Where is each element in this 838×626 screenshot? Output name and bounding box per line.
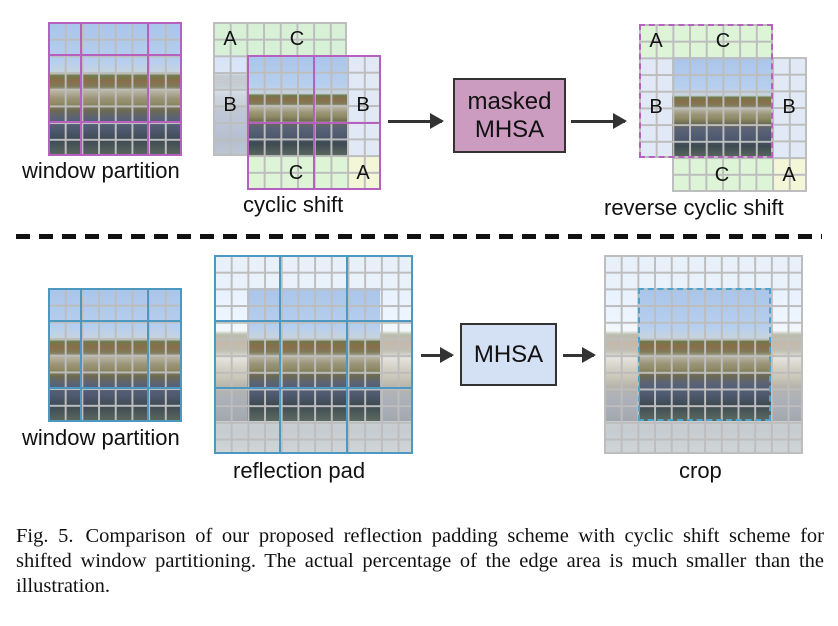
region-label-c: C bbox=[714, 164, 730, 186]
top-window-partition-label: window partition bbox=[22, 158, 180, 183]
reflection-pad-image bbox=[214, 255, 413, 454]
region-label-a: A bbox=[356, 162, 370, 184]
region-label-b: B bbox=[782, 96, 796, 118]
mhsa-block: MHSA bbox=[460, 323, 557, 386]
window-divider bbox=[48, 387, 182, 389]
window-divider bbox=[48, 54, 182, 56]
patch-grid bbox=[48, 22, 182, 156]
bottom-window-partition-image bbox=[48, 288, 182, 422]
section-divider bbox=[16, 234, 822, 239]
cyclic-shift-label: cyclic shift bbox=[243, 192, 344, 217]
region-label-b: B bbox=[649, 96, 663, 118]
region-label-b: B bbox=[223, 94, 237, 116]
masked-mhsa-label-line1: masked bbox=[467, 87, 552, 115]
window-divider bbox=[214, 387, 413, 389]
top-window-partition-image bbox=[48, 22, 182, 156]
region-label-c: C bbox=[289, 28, 305, 50]
window-divider bbox=[80, 288, 82, 422]
window-border bbox=[214, 255, 413, 454]
arrow-right-icon bbox=[388, 113, 444, 129]
region-label-c: C bbox=[715, 30, 731, 52]
window-divider bbox=[147, 288, 149, 422]
window-divider bbox=[346, 255, 348, 454]
mhsa-label: MHSA bbox=[473, 340, 544, 368]
arrow-right-icon bbox=[563, 347, 596, 363]
window-border-dashed bbox=[639, 24, 773, 158]
crop-region-dashed bbox=[638, 288, 771, 421]
figure-number: Fig. 5. bbox=[16, 525, 74, 547]
crop-image bbox=[604, 255, 803, 454]
window-divider bbox=[80, 22, 82, 156]
region-label-a: A bbox=[782, 164, 796, 186]
cyclic-shift-diagram: A C B B C A bbox=[213, 22, 381, 190]
bottom-window-partition-label: window partition bbox=[22, 425, 180, 450]
arrow-right-icon bbox=[421, 347, 454, 363]
window-divider bbox=[279, 255, 281, 454]
window-divider bbox=[247, 122, 381, 124]
window-border bbox=[48, 288, 182, 422]
region-label-a: A bbox=[223, 28, 237, 50]
masked-mhsa-block: masked MHSA bbox=[453, 78, 566, 153]
window-border bbox=[48, 22, 182, 156]
window-divider bbox=[48, 320, 182, 322]
region-label-a: A bbox=[649, 30, 663, 52]
window-divider bbox=[48, 121, 182, 123]
window-divider bbox=[147, 22, 149, 156]
region-label-c: C bbox=[288, 162, 304, 184]
caption-text: Comparison of our proposed reflection pa… bbox=[16, 525, 824, 597]
window-divider bbox=[214, 320, 413, 322]
figure-caption: Fig. 5.Comparison of our proposed reflec… bbox=[16, 524, 824, 599]
crop-label: crop bbox=[679, 458, 722, 483]
reverse-cyclic-shift-diagram: A C B B C A bbox=[639, 24, 807, 192]
masked-mhsa-label-line2: MHSA bbox=[474, 115, 545, 143]
patch-grid bbox=[214, 255, 413, 454]
patch-grid bbox=[639, 24, 773, 158]
region-label-b: B bbox=[356, 94, 370, 116]
reverse-cyclic-shift-label: reverse cyclic shift bbox=[604, 195, 784, 220]
arrow-right-icon bbox=[571, 113, 627, 129]
reflection-pad-label: reflection pad bbox=[233, 458, 366, 483]
